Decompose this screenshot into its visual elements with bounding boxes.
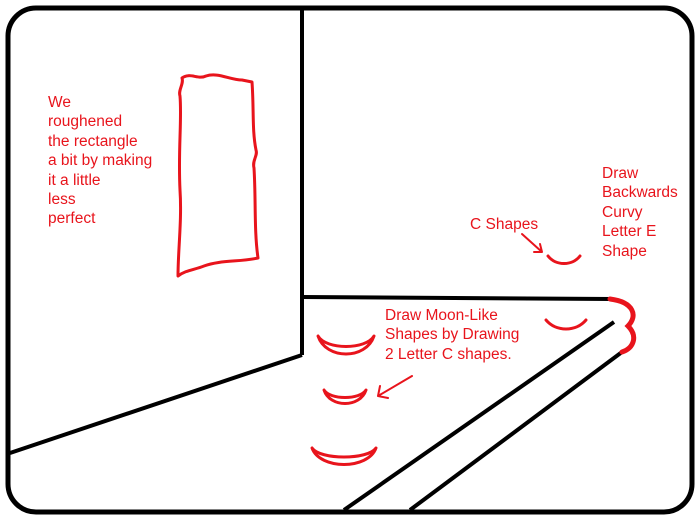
- rectangle-annotation: We roughened the rectangle a bit by maki…: [48, 94, 153, 228]
- left-floor-line: [9, 353, 303, 455]
- counter-top-edge: [301, 295, 613, 301]
- curvy-letter-e: [607, 296, 637, 355]
- arrow-moon-shapes: [377, 375, 413, 399]
- counter-front-edge-upper: [342, 320, 616, 512]
- moon-shape-3: [310, 446, 378, 466]
- c-shape-upper: [546, 254, 582, 265]
- moon-shape-1: [316, 334, 376, 356]
- letter-e-annotation: Draw Backwards Curvy Letter E Shape: [602, 165, 678, 260]
- roughened-rectangle: [176, 73, 260, 278]
- counter-front-edge-lower: [408, 350, 624, 512]
- panel-frame: [5, 5, 695, 515]
- c-shapes-annotation: C Shapes: [470, 216, 539, 233]
- arrow-c-shapes: [521, 233, 543, 253]
- moon-shapes-annotation: Draw Moon-Like Shapes by Drawing 2 Lette…: [385, 307, 520, 363]
- moon-shape-2: [322, 388, 368, 405]
- c-shape-lower: [544, 318, 588, 331]
